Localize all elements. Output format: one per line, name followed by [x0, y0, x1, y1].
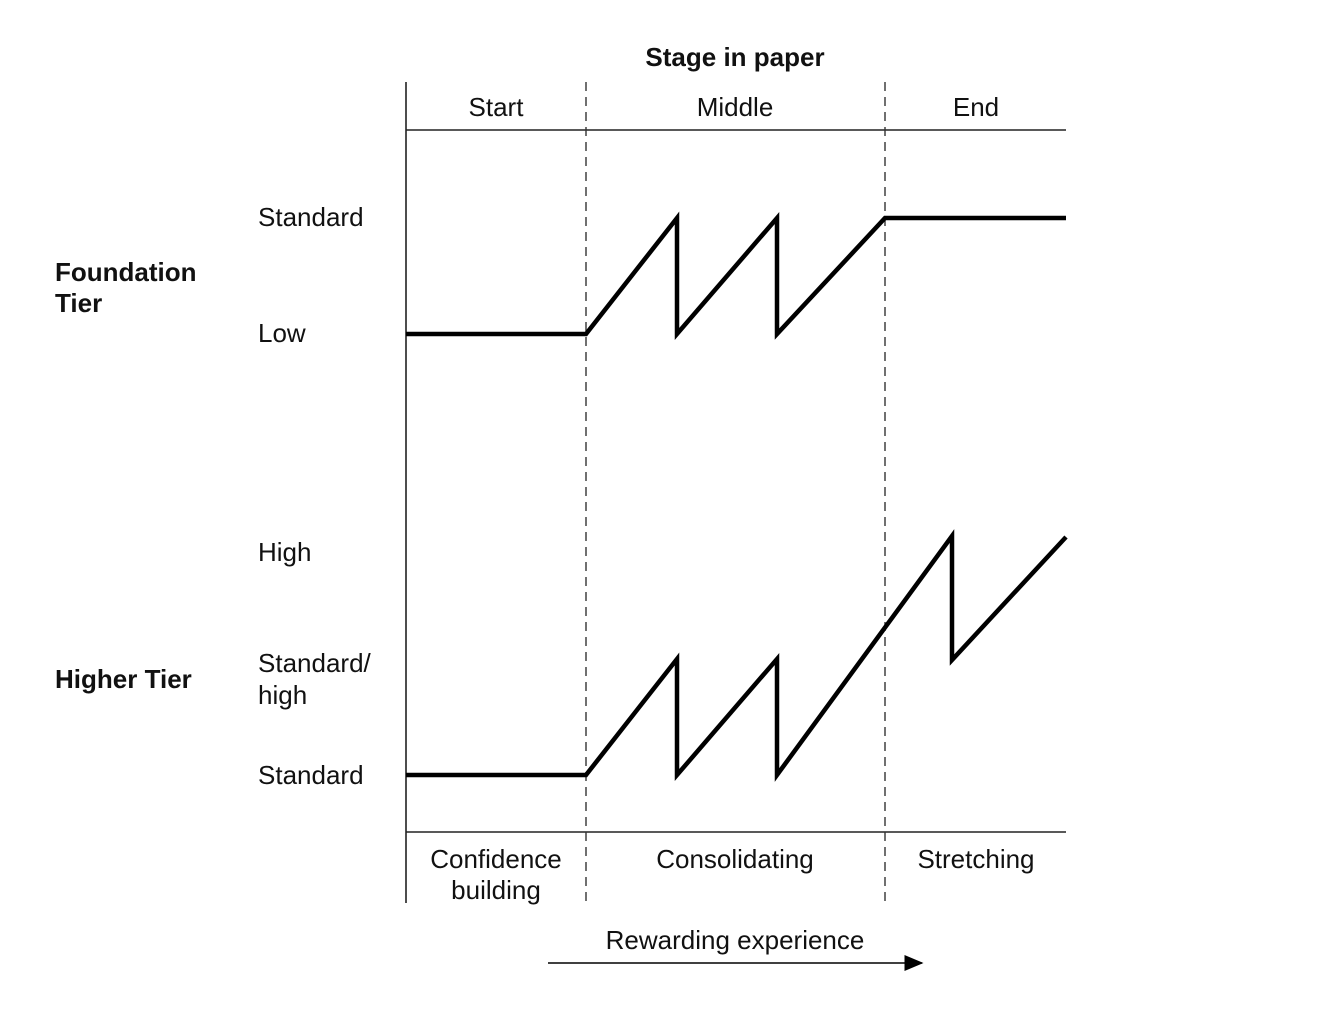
higher-tier-trace	[406, 529, 1068, 782]
foundation-level-standard: Standard	[258, 202, 364, 232]
foundation-tier-label-2: Tier	[55, 288, 102, 318]
foundation-tier-label-1: Foundation	[55, 257, 197, 287]
higher-level-high: High	[258, 537, 311, 567]
diagram-title: Stage in paper	[645, 42, 824, 72]
phase-confidence-line2: building	[451, 875, 541, 905]
higher-level-standard-high-2: high	[258, 680, 307, 710]
stage-end: End	[953, 92, 999, 122]
rewarding-experience-label: Rewarding experience	[606, 925, 865, 955]
higher-tier-label: Higher Tier	[55, 664, 192, 694]
higher-level-standard-high-1: Standard/	[258, 648, 372, 678]
phase-consolidating: Consolidating	[656, 844, 814, 874]
phase-confidence-line1: Confidence	[430, 844, 562, 874]
phase-stretching: Stretching	[917, 844, 1034, 874]
foundation-tier-trace	[406, 211, 1066, 341]
stage-start: Start	[469, 92, 525, 122]
stage-middle: Middle	[697, 92, 774, 122]
foundation-level-low: Low	[258, 318, 306, 348]
higher-level-standard: Standard	[258, 760, 364, 790]
